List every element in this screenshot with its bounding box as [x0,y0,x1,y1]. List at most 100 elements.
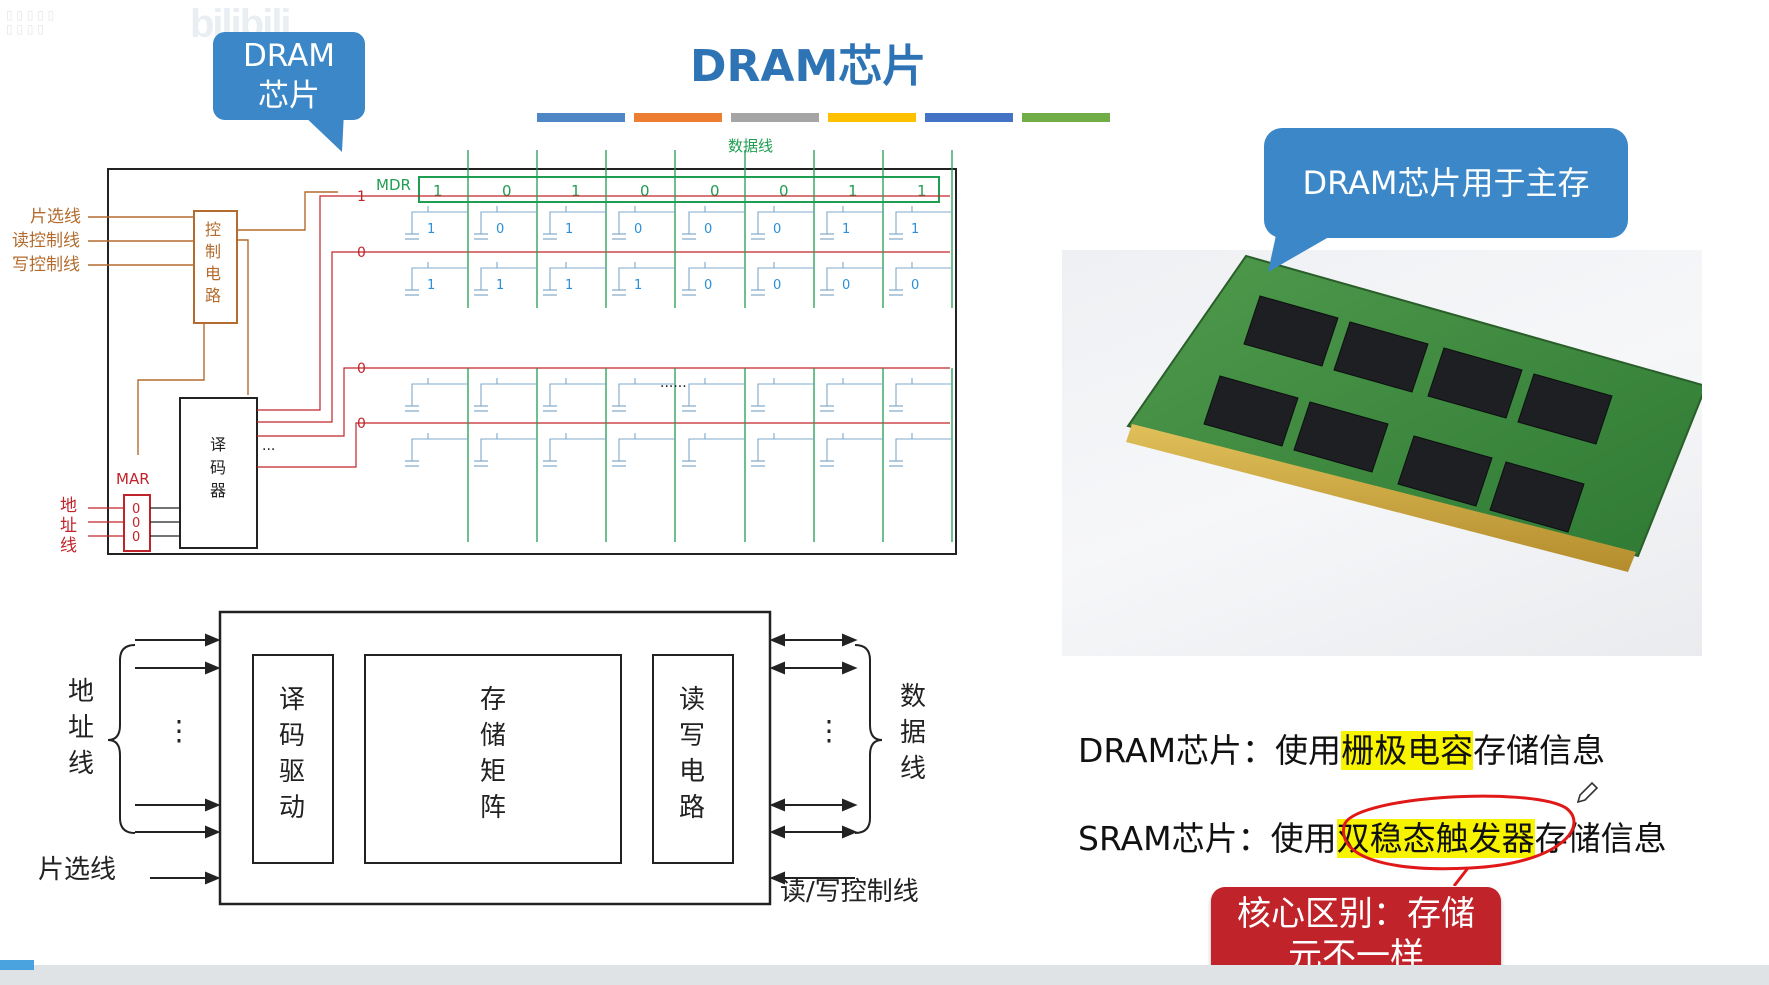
arrow-head [206,873,218,883]
word-line-value: 1 [357,189,366,205]
memory-chip-block-diagram: 地址线译码驱动存储矩阵读写电路数据线片选线读/写控制线 ⋮ ⋮ [20,600,960,930]
cell-transistor [412,206,428,234]
control-char: 控 [205,220,221,239]
cell-value: 0 [773,278,781,293]
mdr-bit: 0 [502,182,512,200]
address-char: 线 [60,536,77,556]
title-bar-2 [731,113,819,122]
cell-transistor [619,378,635,406]
cell-transistor [412,262,428,290]
mdr-bit: 0 [710,182,720,200]
arrow-head [206,635,218,645]
video-progress-fill[interactable] [0,960,34,970]
cell-transistor [827,262,843,290]
cell-transistor [896,433,912,461]
mdr-bit: 1 [848,182,858,200]
bottom-data-char: 数 [900,682,926,712]
cell-value: 0 [704,278,712,293]
cell-transistor [619,206,635,234]
cell-transistor [758,206,774,234]
address-char: 地 [60,496,77,516]
cell-value: 1 [565,278,573,293]
cell-value: 0 [911,278,919,293]
title-bar-1 [634,113,722,122]
arrow-head [206,827,218,837]
mar-bit: 0 [132,530,140,545]
decoder-char: 码 [210,458,226,477]
mdr-bit: 0 [779,182,789,200]
arrow-head [843,827,855,837]
read-control-label: 读控制线 [12,231,80,251]
mdr-bit: 1 [571,182,581,200]
decoder-char: 器 [210,481,226,500]
cell-value: 0 [496,222,504,237]
write-control-label: 写控制线 [12,255,80,275]
cell-transistor [481,262,497,290]
bottom-data-char: 据 [900,718,926,748]
main-callout-tail [1268,226,1358,274]
bottom-address-char: 址 [68,713,94,743]
cell-value: 1 [427,278,435,293]
cell-transistor [896,262,912,290]
ram-module-photo [1062,250,1702,656]
bottom-address-char: 地 [68,677,94,707]
cell-transistor [550,433,566,461]
storage-matrix-char: 存 [480,685,506,715]
cell-value: 1 [634,278,642,293]
cell-transistor [481,433,497,461]
cell-value: 1 [842,222,850,237]
chip-select-label: 片选线 [30,207,81,227]
address-line-label: 地址线 [60,496,77,556]
rows-ellipsis: ...... [660,375,687,391]
sram-line-prefix: SRAM芯片：使用 [1078,819,1337,858]
arrow-head [772,873,784,883]
dram-line-highlight: 栅极电容 [1341,731,1473,770]
video-progress-track[interactable] [0,965,1769,985]
arrow-head [843,635,855,645]
title-bar-4 [925,113,1013,122]
cell-transistor [412,433,428,461]
title-bar-3 [828,113,916,122]
dram-line-prefix: DRAM芯片：使用 [1078,731,1341,770]
arrow-head [772,827,784,837]
decode-drive-char: 驱 [279,757,305,787]
cell-transistor [758,378,774,406]
word-line-value: 0 [357,416,366,432]
cell-transistor [481,378,497,406]
cell-transistor [758,262,774,290]
arrow-head [206,800,218,810]
storage-matrix-char: 阵 [480,793,506,823]
bottom-chip-select-label: 片选线 [38,855,116,885]
arrow-head [843,663,855,673]
address-brace [108,645,135,833]
cell-value: 0 [842,278,850,293]
title-color-bars [537,113,1110,122]
dram-callout-line2: 芯片 [213,76,365,116]
cell-transistor [689,262,705,290]
storage-matrix-char: 储 [480,721,506,751]
rw-circuit-char: 电 [679,757,705,787]
mdr-bit: 0 [640,182,650,200]
cell-transistor [758,433,774,461]
mar-bits: 000 [132,502,140,545]
address-dots: ⋮ [165,714,193,747]
mar-bit: 0 [132,516,140,531]
pen-cursor-icon [1574,780,1600,806]
storage-matrix-char: 矩 [480,757,506,787]
control-char: 电 [205,264,221,283]
word-line-value: 0 [357,361,366,377]
rw-circuit-char: 读 [679,685,705,715]
control-char: 路 [205,286,221,305]
decoder-char: 译 [210,435,226,454]
decode-drive-char: 码 [279,721,305,751]
mar-label: MAR [116,470,150,488]
cell-transistor [481,206,497,234]
mdr-label: MDR [376,176,411,194]
bottom-rw-control-label: 读/写控制线 [780,877,919,907]
control-char: 制 [205,242,221,261]
data-line-label: 数据线 [728,137,773,155]
cell-transistor [619,433,635,461]
cell-transistor [689,433,705,461]
cell-transistor [619,262,635,290]
